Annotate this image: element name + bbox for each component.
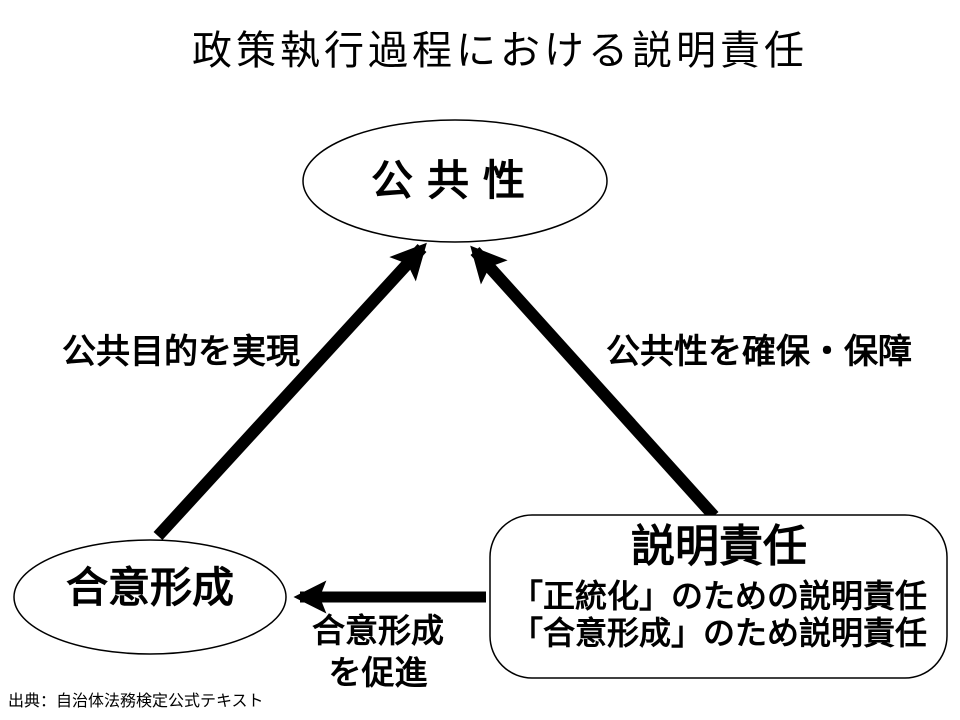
ellipse-consensus (13, 539, 287, 655)
source-caption: 出典：自治体法務検定公式テキスト (8, 693, 264, 710)
node-accountability-line2: 「合意形成」のため説明責任 (510, 615, 928, 651)
box-accountability (489, 514, 948, 679)
arrow-label-secure-publicness: 公共性を確保・保障 (606, 333, 912, 371)
node-accountability-line1: 「正統化」のための説明責任 (510, 578, 928, 614)
node-public-label: 公共性 (370, 156, 540, 204)
node-accountability-title: 説明責任 (631, 522, 807, 571)
ellipse-public (302, 119, 608, 243)
arrow-label-realize-public-purpose: 公共目的を実現 (62, 333, 300, 371)
arrow-label-promote-consensus-line2: を促進 (328, 654, 428, 691)
arrow-label-promote-consensus-line1: 合意形成 (312, 612, 444, 649)
arrow-accountability-to-public (470, 245, 719, 521)
page-title: 政策執行過程における説明責任 (192, 29, 808, 73)
arrow-label-promote-consensus: 合意形成 を促進 (312, 610, 444, 694)
arrow-consensus-to-public (153, 242, 427, 541)
node-consensus-label: 合意形成 (65, 563, 235, 611)
